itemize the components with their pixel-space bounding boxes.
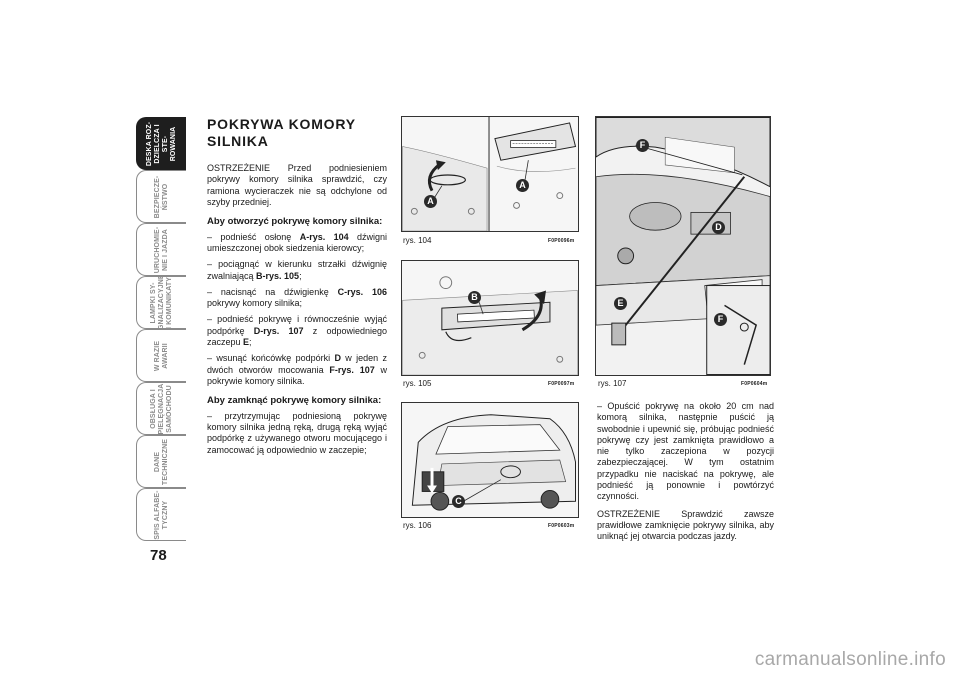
watermark: carmanualsonline.info bbox=[754, 649, 946, 670]
figure-code: F0P0096m bbox=[548, 238, 575, 244]
tab-uruchomienie[interactable]: URUCHOMIE- NIE I JAZDA bbox=[136, 223, 186, 276]
tab-label: W RAZIE AWARII bbox=[153, 340, 169, 371]
open-step: – podnieść pokrywę i równocześnie wyjąć … bbox=[207, 314, 387, 348]
tab-label: LAMPKI SY- GNALIZACYJNE I KOMUNIKATY bbox=[149, 276, 173, 329]
callout-label: E bbox=[614, 297, 627, 310]
callout-label: C bbox=[452, 495, 465, 508]
figure-code: F0P0097m bbox=[548, 381, 575, 387]
figure-106-illustration bbox=[402, 403, 578, 517]
text-column-right: – Opuścić pokrywę na około 20 cm nad kom… bbox=[597, 401, 774, 549]
warning-paragraph: OSTRZEŻENIE Sprawdzić zawsze prawidłowe … bbox=[597, 508, 774, 542]
figure-caption: rys. 105 bbox=[403, 379, 432, 388]
figure-104: A A bbox=[401, 116, 579, 232]
figure-107: F D E F bbox=[595, 116, 771, 376]
open-step: – podnieść osłonę A-rys. 104 dźwigni umi… bbox=[207, 231, 388, 253]
figure-105: B bbox=[401, 260, 579, 376]
tab-bezpieczenstwo[interactable]: BEZPIECZE- ŃSTWO bbox=[136, 170, 186, 223]
tab-label: URUCHOMIE- NIE I JAZDA bbox=[153, 226, 169, 273]
tab-label: DESKA ROZ- DZIELCZA I STE- ROWANIA bbox=[145, 121, 177, 166]
warning-paragraph: OSTRZEŻENIE Przed podniesieniem pokrywy … bbox=[207, 163, 387, 207]
tab-label: BEZPIECZE- ŃSTWO bbox=[153, 175, 169, 218]
tab-label: OBSŁUGA I PIELĘGNACJA SAMOCHODU bbox=[149, 383, 173, 434]
tab-obsluga[interactable]: OBSŁUGA I PIELĘGNACJA SAMOCHODU bbox=[136, 382, 186, 435]
figure-caption: rys. 107 bbox=[598, 379, 627, 388]
figure-104-illustration bbox=[402, 117, 578, 231]
callout-label: F bbox=[636, 139, 649, 152]
callout-label: A bbox=[424, 195, 437, 208]
tab-label: DANE TECHNICZNE bbox=[153, 438, 169, 485]
tab-awarie[interactable]: W RAZIE AWARII bbox=[136, 329, 186, 382]
text-column-main: POKRYWA KOMORY SILNIKA OSTRZEŻENIE Przed… bbox=[207, 116, 387, 461]
tab-deska-rozdzielcza[interactable]: DESKA ROZ- DZIELCZA I STE- ROWANIA bbox=[136, 117, 186, 170]
tab-label: SPIS ALFABE- TYCZNY bbox=[153, 489, 169, 540]
open-step: – pociągnąć w kierunku strzałki dźwignię… bbox=[207, 259, 387, 281]
figure-105-illustration bbox=[402, 261, 578, 375]
close-step: – przytrzymując podniesioną pokrywę komo… bbox=[207, 410, 387, 455]
figure-caption: rys. 106 bbox=[403, 521, 432, 530]
page-number: 78 bbox=[150, 547, 167, 564]
close-step: – Opuścić pokrywę na około 20 cm nad kom… bbox=[597, 401, 774, 502]
figure-code: F0P0603m bbox=[548, 523, 575, 529]
open-heading: Aby otworzyć pokrywę komory silnika: bbox=[207, 216, 383, 228]
open-step: – nacisnąć na dźwigienkę C-rys. 106 pokr… bbox=[207, 286, 387, 309]
callout-label: F bbox=[714, 313, 727, 326]
figure-caption: rys. 104 bbox=[403, 236, 432, 245]
figure-106: C bbox=[401, 402, 579, 518]
tab-lampki[interactable]: LAMPKI SY- GNALIZACYJNE I KOMUNIKATY bbox=[136, 276, 186, 329]
open-step: – wsunąć końcówkę podpórki D w jeden z d… bbox=[207, 353, 387, 386]
section-title: POKRYWA KOMORY SILNIKA bbox=[207, 116, 356, 149]
callout-label: D bbox=[712, 221, 725, 234]
close-heading: Aby zamknąć pokrywę komory silnika: bbox=[207, 395, 382, 407]
callout-label: B bbox=[468, 291, 481, 304]
callout-label: A bbox=[516, 179, 529, 192]
figure-code: F0P0604m bbox=[741, 381, 768, 387]
tab-spis-alfabetyczny[interactable]: SPIS ALFABE- TYCZNY bbox=[136, 488, 186, 541]
tab-dane-techniczne[interactable]: DANE TECHNICZNE bbox=[136, 435, 186, 488]
figure-107-illustration bbox=[596, 117, 770, 375]
